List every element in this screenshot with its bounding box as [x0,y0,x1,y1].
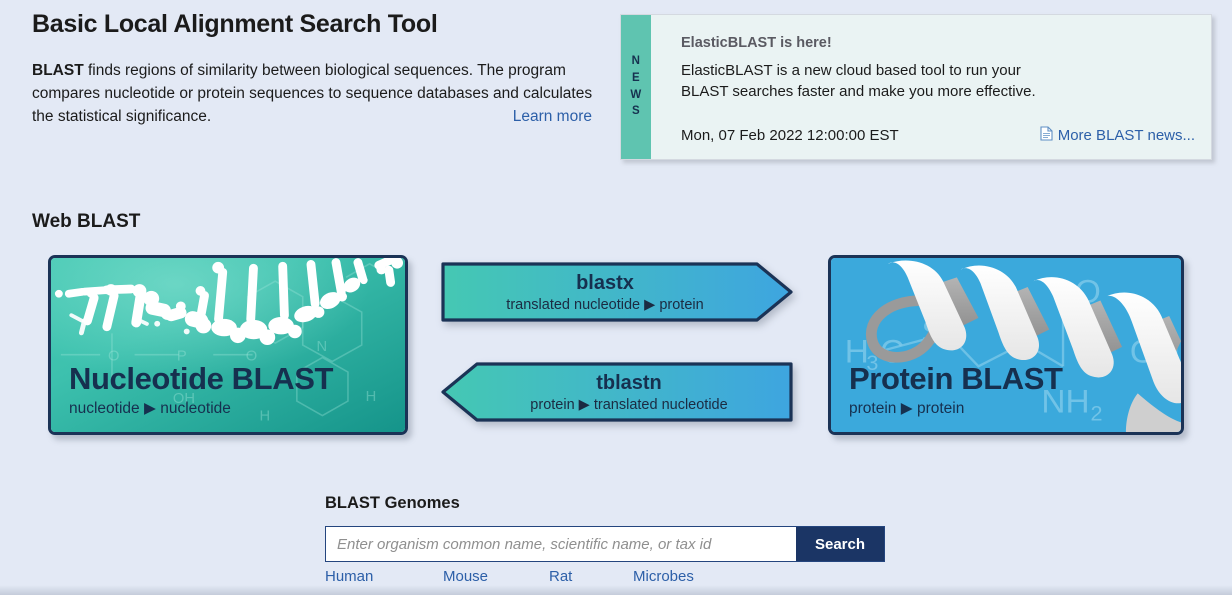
news-footer: Mon, 07 Feb 2022 12:00:00 EST More BLAST… [681,126,1195,145]
nucleotide-blast-subtitle: nucleotide ▶ nucleotide [69,399,333,418]
news-rail-letter-w: W [630,88,642,101]
protein-blast-label: Protein BLAST protein ▶ protein [849,360,1063,418]
protein-blast-tile[interactable]: H 3 C S O OH NH 2 [828,255,1184,435]
blast-genomes-heading: BLAST Genomes [325,494,460,512]
news-body: ElasticBLAST is here! ElasticBLAST is a … [651,15,1211,159]
protein-ribbon-art: H 3 C S O OH NH 2 [831,258,1181,432]
news-rail-letter-e: E [631,71,641,84]
news-headline: ElasticBLAST is here! [681,35,832,51]
svg-text:H: H [366,389,377,405]
intro-text: finds regions of similarity between biol… [32,61,593,126]
news-line-1: ElasticBLAST is a new cloud based tool t… [681,62,1021,79]
svg-text:3: 3 [866,351,878,375]
intro-bold-term: BLAST [32,61,84,79]
more-blast-news-label: More BLAST news... [1057,127,1195,144]
nucleotide-blast-label: Nucleotide BLAST nucleotide ▶ nucleotide [69,360,334,418]
page-bottom-shadow [0,585,1232,595]
svg-text:O: O [108,349,119,365]
svg-text:H: H [259,409,270,425]
news-panel: N E W S ElasticBLAST is here! ElasticBLA… [620,14,1212,160]
genome-search-input[interactable] [326,527,796,561]
pro-sub-to: protein [916,400,965,417]
news-rail-letter-s: S [631,105,641,118]
quick-link-microbes[interactable]: Microbes [633,568,694,585]
news-rail-letter-n: N [631,55,641,68]
web-blast-heading: Web BLAST [32,211,141,232]
dna-helix-art: O P O OH N H H [51,258,405,432]
news-date: Mon, 07 Feb 2022 12:00:00 EST [681,127,899,144]
svg-text:O: O [246,349,257,365]
svg-text:P: P [177,349,187,365]
genome-quick-links: Human Mouse Rat Microbes [325,568,885,585]
protein-blast-title: Protein BLAST [849,360,1063,396]
svg-text:NH: NH [1041,384,1089,421]
arrow-right-icon: ▶ [900,400,913,417]
blastx-tile[interactable]: blastx translated nucleotide ▶ protein [439,258,795,326]
learn-more-link[interactable]: Learn more [512,108,592,125]
news-line-2: BLAST searches faster and make you more … [681,83,1036,101]
more-blast-news-link[interactable]: More BLAST news... [1040,126,1195,145]
blast-tool-tiles: O P O OH N H H [0,252,1232,438]
svg-text:OH: OH [173,391,195,407]
nuc-sub-to: nucleotide [160,400,231,417]
svg-text:N: N [317,339,328,355]
document-icon [1040,126,1053,145]
intro-paragraph: BLAST finds regions of similarity betwee… [32,59,602,129]
svg-text:H: H [845,334,869,371]
intro-block: Basic Local Alignment Search Tool BLAST … [32,8,602,128]
nucleotide-blast-title: Nucleotide BLAST [69,360,334,396]
protein-blast-subtitle: protein ▶ protein [849,399,1063,418]
quick-link-human[interactable]: Human [325,568,374,585]
quick-link-rat[interactable]: Rat [549,568,573,585]
tblastn-tile[interactable]: tblastn protein ▶ translated nucleotide [439,358,795,426]
arrow-right-icon: ▶ [143,400,156,417]
genome-search-row: Search [325,526,885,562]
svg-text:2: 2 [1091,402,1103,426]
page-title: Basic Local Alignment Search Tool [32,10,438,38]
pro-sub-from: protein [849,400,897,417]
quick-link-mouse[interactable]: Mouse [443,568,489,585]
nucleotide-blast-tile[interactable]: O P O OH N H H [48,255,408,435]
genome-search-button[interactable]: Search [796,527,884,561]
news-rail-label: N E W S [621,15,651,159]
blast-genomes-section: BLAST Genomes Search Human Mouse Rat Mic… [325,494,885,585]
nuc-sub-from: nucleotide [69,400,140,417]
